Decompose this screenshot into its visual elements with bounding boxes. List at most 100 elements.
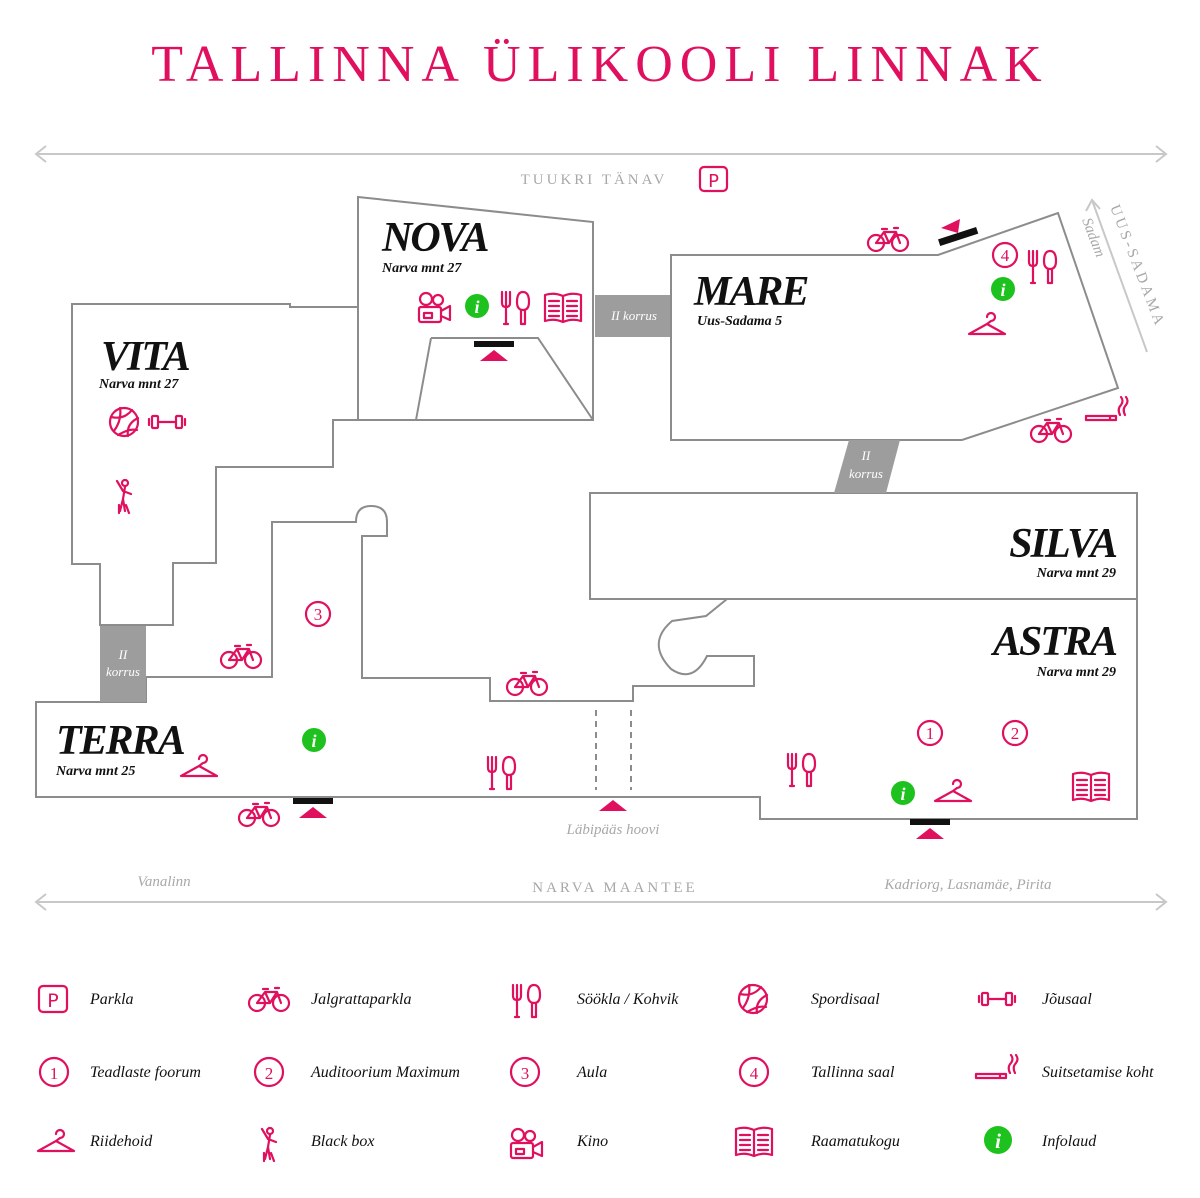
legend-item-cutlery: Söökla / Kohvik	[511, 983, 679, 1019]
book-icon	[734, 1126, 774, 1158]
legend-item-number-2: 2 Auditoorium Maximum	[253, 1056, 460, 1088]
bicycle-icon	[1029, 417, 1073, 444]
legend-item-volleyball: Spordisaal	[737, 983, 880, 1015]
building-address-terra: Narva mnt 25	[55, 764, 135, 779]
bicycle-icon	[866, 226, 910, 253]
svg-text:Kino: Kino	[576, 1133, 608, 1150]
legend-item-hanger: Riidehoid	[36, 1128, 153, 1153]
passage-arrow-icon	[599, 800, 627, 811]
building-name-vita: VITA	[101, 334, 190, 380]
movie-camera-icon	[509, 1127, 544, 1160]
info-icon: i	[991, 277, 1015, 301]
legend-item-camera: Kino	[509, 1127, 608, 1160]
building-name-silva: SILVA	[1009, 521, 1117, 567]
street-narva: NARVA MAANTEE	[532, 880, 697, 896]
building-name-nova: NOVA	[381, 215, 489, 261]
dumbbell-icon	[977, 991, 1017, 1007]
number-4-icon: 4	[991, 241, 1019, 269]
info-icon: i	[891, 781, 915, 805]
hanger-icon	[967, 311, 1007, 336]
svg-text:Spordisaal: Spordisaal	[811, 991, 880, 1008]
dancer-icon	[115, 478, 133, 515]
svg-text:Jalgrattaparkla: Jalgrattaparkla	[311, 991, 411, 1008]
legend-item-parkla: P Parkla	[37, 984, 134, 1014]
volleyball-icon	[108, 406, 140, 438]
svg-text:1: 1	[926, 724, 935, 743]
svg-text:i: i	[995, 1129, 1001, 1153]
cutlery-icon	[500, 290, 531, 326]
tuukri-street-arrow	[34, 145, 1168, 163]
connector-mare-silva: II korrus	[834, 440, 900, 493]
street-tuukri: TUUKRI TÄNAV	[521, 171, 668, 188]
street-kadriorg: Kadriorg, Lasnamäe, Pirita	[884, 877, 1052, 893]
bicycle-icon	[505, 670, 549, 697]
svg-text:P: P	[47, 990, 58, 1012]
svg-text:1: 1	[50, 1064, 59, 1083]
svg-text:II korrus: II korrus	[610, 308, 657, 323]
svg-text:i: i	[311, 731, 316, 751]
entrance-icon	[910, 819, 950, 839]
number-2-icon: 2	[1001, 719, 1029, 747]
building-name-mare: MARE	[693, 269, 808, 315]
svg-text:i: i	[474, 297, 479, 317]
svg-text:korrus: korrus	[849, 466, 883, 481]
svg-text:Infolaud: Infolaud	[1041, 1133, 1097, 1150]
svg-text:i: i	[1000, 280, 1005, 300]
svg-text:Suitsetamise koht: Suitsetamise koht	[1042, 1064, 1154, 1081]
bicycle-icon	[237, 801, 281, 828]
flag-entrance-icon	[938, 219, 979, 246]
building-name-terra: TERRA	[56, 718, 185, 764]
svg-text:Söökla / Kohvik: Söökla / Kohvik	[577, 991, 679, 1008]
legend-item-dumbbell: Jõusaal	[977, 991, 1092, 1008]
legend: P Parkla Jalgrattaparkla Söökla / Kohvik…	[36, 983, 1154, 1163]
svg-text:Jõusaal: Jõusaal	[1042, 991, 1092, 1008]
connector-vita-terra: II korrus	[100, 626, 146, 702]
cutlery-icon	[786, 752, 817, 788]
passage-label: Läbipääs hoovi	[566, 822, 660, 838]
smoking-icon	[1084, 395, 1129, 422]
book-icon	[543, 292, 583, 324]
building-address-nova: Narva mnt 27	[381, 261, 462, 276]
building-address-mare: Uus-Sadama 5	[697, 314, 782, 329]
building-address-silva: Narva mnt 29	[1036, 566, 1116, 581]
svg-text:3: 3	[521, 1064, 530, 1083]
svg-text:4: 4	[750, 1064, 759, 1083]
cutlery-icon	[486, 755, 517, 791]
legend-item-book: Raamatukogu	[734, 1126, 900, 1158]
info-icon: i	[465, 294, 489, 318]
book-icon	[1071, 771, 1111, 803]
number-3-icon: 3	[304, 600, 332, 628]
svg-text:2: 2	[1011, 724, 1020, 743]
legend-item-number-3: 3 Aula	[509, 1056, 607, 1088]
legend-item-info: i Infolaud	[984, 1126, 1097, 1154]
dancer-icon	[260, 1126, 278, 1163]
svg-text:P: P	[708, 171, 719, 192]
dumbbell-icon	[147, 414, 187, 430]
svg-text:korrus: korrus	[106, 664, 140, 679]
svg-text:Auditoorium Maximum: Auditoorium Maximum	[310, 1064, 460, 1081]
legend-item-smoking: Suitsetamise koht	[974, 1053, 1154, 1081]
bicycle-icon	[247, 986, 291, 1013]
cutlery-icon	[511, 983, 542, 1019]
legend-item-bicycle: Jalgrattaparkla	[247, 986, 411, 1013]
number-1-icon: 1	[916, 719, 944, 747]
svg-text:2: 2	[265, 1064, 274, 1083]
map-title: TALLINNA ÜLIKOOLI LINNAK	[151, 36, 1048, 93]
svg-text:II: II	[118, 647, 128, 662]
svg-text:Tallinna saal: Tallinna saal	[811, 1064, 895, 1081]
hanger-icon	[36, 1128, 76, 1153]
hanger-icon	[933, 778, 973, 803]
svg-text:Teadlaste foorum: Teadlaste foorum	[90, 1064, 201, 1081]
bicycle-icon	[219, 643, 263, 670]
street-vanalinn: Vanalinn	[137, 874, 190, 890]
svg-text:4: 4	[1001, 246, 1010, 265]
entrance-icon	[293, 798, 333, 818]
building-name-astra: ASTRA	[990, 619, 1117, 665]
svg-text:Aula: Aula	[576, 1064, 607, 1081]
svg-text:II: II	[861, 448, 871, 463]
uus-sadama-arrow	[1085, 198, 1148, 353]
legend-item-dancer: Black box	[260, 1126, 375, 1163]
legend-item-number-1: 1 Teadlaste foorum	[38, 1056, 201, 1088]
hanger-icon	[179, 753, 219, 778]
